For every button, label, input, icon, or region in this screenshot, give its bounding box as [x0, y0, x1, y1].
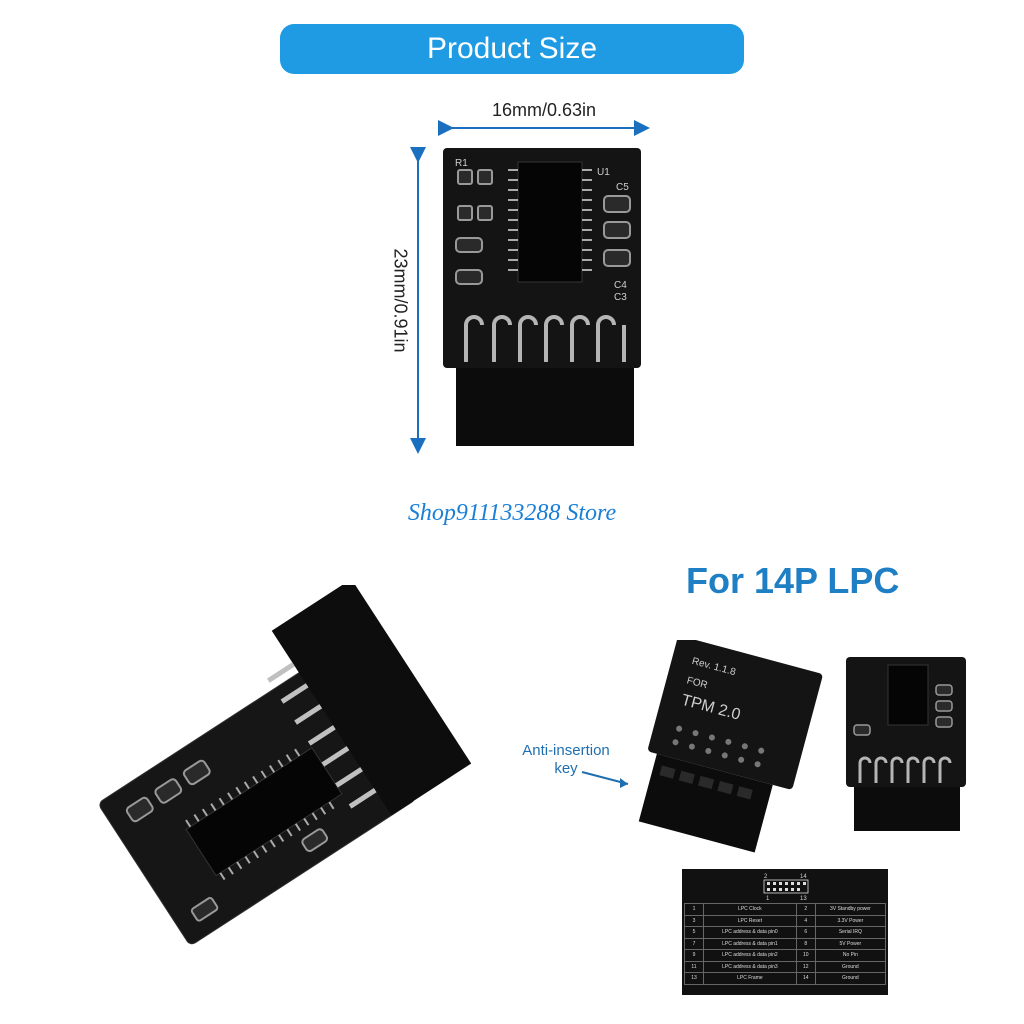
- store-watermark: Shop911133288 Store: [407, 500, 617, 526]
- pin-function: LPC Frame: [703, 972, 797, 985]
- capacitors: [455, 169, 631, 285]
- connector-housing: [456, 368, 634, 446]
- pin-number: 7: [684, 937, 704, 950]
- pin-function: Ground: [814, 972, 887, 985]
- pin-function: LPC address & data pin1: [703, 937, 797, 950]
- tpm-for-label: FOR: [685, 675, 708, 691]
- header-label-14: 14: [800, 874, 807, 880]
- pin-number: 5: [684, 926, 704, 939]
- silk-c4: C4: [614, 280, 627, 291]
- small-connector: [854, 787, 960, 831]
- pin-number: 11: [684, 960, 704, 973]
- width-dimension-label: 16mm/0.63in: [491, 100, 597, 120]
- table-row: 11 LPC address & data pin3 12 Ground: [684, 960, 887, 973]
- table-row: 5 LPC address & data pin0 6 Serial IRQ: [684, 926, 887, 939]
- pin-number: 8: [795, 937, 816, 950]
- pin-number: 2: [795, 903, 816, 916]
- pin-function: No Pin: [814, 949, 887, 962]
- pin-number: 3: [684, 914, 704, 927]
- pin-function: LPC Reset: [703, 914, 797, 927]
- pin-number: 6: [795, 926, 816, 939]
- pin-function: 3V Standby power: [814, 903, 887, 916]
- header-label-2: 2: [764, 874, 768, 880]
- pin-function: LPC address & data pin3: [703, 960, 797, 973]
- pin-number: 14: [795, 972, 816, 985]
- top-view-board-figure: R1 U1 C5 C4 C3: [410, 120, 650, 454]
- tpm-back-view-figure: Rev. 1.1.8 FOR TPM 2.0: [638, 640, 823, 853]
- header-label-1: 1: [766, 896, 770, 901]
- small-board-figure: [846, 657, 966, 831]
- pin-number: 10: [795, 949, 816, 962]
- pinout-table: 1 LPC Clock 2 3V Standby power 3 LPC Res…: [684, 903, 887, 985]
- chip-u1: [517, 161, 583, 283]
- pin-function: Ground: [814, 960, 887, 973]
- silk-u1: U1: [597, 167, 610, 178]
- pin-function: 5V Power: [814, 937, 887, 950]
- silk-c5: C5: [616, 182, 629, 193]
- callout-line-2: key: [554, 760, 578, 777]
- product-size-banner: Product Size: [280, 24, 744, 74]
- table-row: 13 LPC Frame 14 Ground: [684, 972, 887, 985]
- table-row: 1 LPC Clock 2 3V Standby power: [684, 903, 887, 916]
- pin-number: 1: [684, 903, 704, 916]
- pin-number: 9: [684, 949, 704, 962]
- pin-function: 3.3V Power: [814, 914, 887, 927]
- header-label-13: 13: [800, 896, 807, 901]
- compat-title: For 14P LPC: [686, 560, 900, 601]
- pin-number: 12: [795, 960, 816, 973]
- pin-header-diagram: 2 14 1 13: [763, 874, 809, 901]
- callout-line-1: Anti-insertion: [522, 742, 610, 759]
- header-pins: [464, 315, 626, 362]
- pin-number: 13: [684, 972, 704, 985]
- table-row: 9 LPC address & data pin2 10 No Pin: [684, 949, 887, 962]
- chip-pins: [508, 169, 592, 271]
- callout-arrow: [581, 771, 629, 788]
- anti-insertion-callout: Anti-insertion key: [508, 742, 624, 778]
- pin-number: 4: [795, 914, 816, 927]
- pin-function: LPC address & data pin0: [703, 926, 797, 939]
- header-pins-angled: [267, 662, 377, 809]
- pin-function: LPC address & data pin2: [703, 949, 797, 962]
- pinout-panel: 2 14 1 13 1 LPC Clock 2 3V Standby power…: [682, 869, 888, 995]
- pin-function: Serial IRQ: [814, 926, 887, 939]
- tpm-board-back: [648, 640, 823, 790]
- small-chip: [887, 664, 929, 726]
- connector-angled: [271, 585, 472, 816]
- silk-r1: R1: [455, 158, 468, 169]
- pin-function: LPC Clock: [703, 903, 797, 916]
- silk-c3: C3: [614, 292, 627, 303]
- angled-board-figure: [99, 585, 472, 945]
- table-row: 3 LPC Reset 4 3.3V Power: [684, 914, 887, 927]
- table-row: 7 LPC address & data pin1 8 5V Power: [684, 937, 887, 950]
